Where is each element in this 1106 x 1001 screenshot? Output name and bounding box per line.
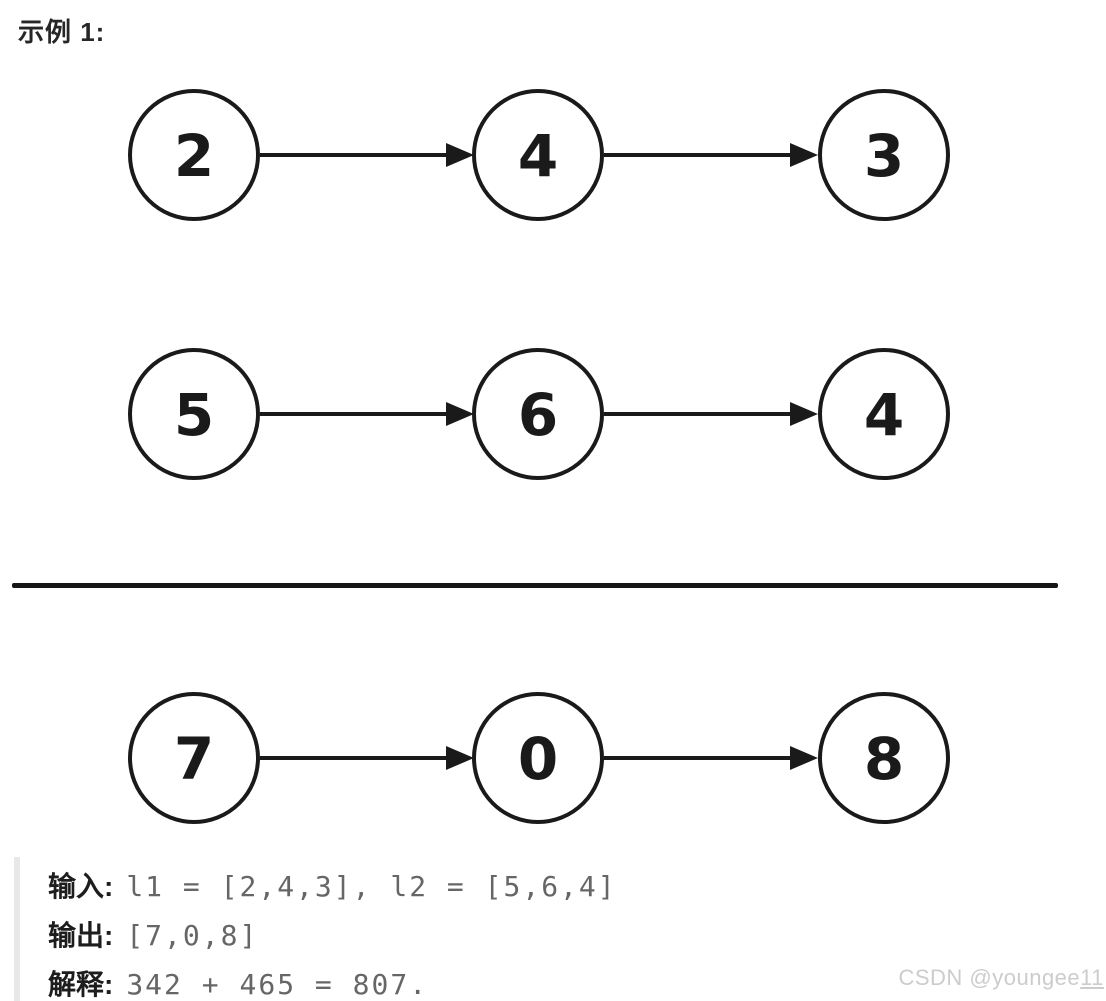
list-node <box>128 692 260 824</box>
list-node <box>818 692 950 824</box>
arrowhead-icon <box>446 746 474 770</box>
list-node <box>818 348 950 480</box>
arrowhead-icon <box>446 143 474 167</box>
output-value: [7,0,8] <box>126 919 259 952</box>
output-line: 输出: [7,0,8] <box>48 914 1084 963</box>
input-value: l1 = [2,4,3], l2 = [5,6,4] <box>126 870 617 903</box>
node-value: 8 <box>864 725 904 793</box>
example-title: 示例 1: <box>18 17 106 47</box>
input-line: 输入: l1 = [2,4,3], l2 = [5,6,4] <box>48 865 1084 914</box>
node-value: 5 <box>174 381 214 449</box>
list-node <box>818 89 950 221</box>
node-value: 3 <box>864 122 904 190</box>
explanation-line: 解释: 342 + 465 = 807. <box>48 963 1084 1001</box>
list-node <box>472 89 604 221</box>
explanation-label: 解释: <box>48 969 114 1000</box>
arrowhead-icon <box>790 402 818 426</box>
node-value: 4 <box>518 122 558 190</box>
watermark-text: CSDN @youngee <box>898 965 1081 990</box>
arrowhead-icon <box>790 746 818 770</box>
node-value: 0 <box>518 725 558 793</box>
linked-list-row-2: 5 6 4 <box>128 348 950 480</box>
arrowhead-icon <box>790 143 818 167</box>
node-value: 2 <box>174 122 214 190</box>
horizontal-divider <box>12 583 1058 588</box>
arrowhead-icon <box>446 402 474 426</box>
input-label: 输入: <box>48 871 114 902</box>
watermark-suffix: 11 <box>1080 965 1104 990</box>
node-value: 6 <box>518 381 558 449</box>
explanation-value: 342 + 465 = 807. <box>126 968 429 1001</box>
list-node <box>472 692 604 824</box>
csdn-watermark: CSDN @youngee11 <box>898 965 1104 991</box>
list-node <box>128 89 260 221</box>
linked-list-row-3: 7 0 8 <box>128 692 950 824</box>
list-node <box>472 348 604 480</box>
list-node <box>128 348 260 480</box>
example-io-block: 输入: l1 = [2,4,3], l2 = [5,6,4] 输出: [7,0,8]… <box>14 857 1084 1001</box>
node-value: 7 <box>174 725 214 793</box>
node-value: 4 <box>864 381 904 449</box>
linked-list-row-1: 2 4 3 <box>128 89 950 221</box>
output-label: 输出: <box>48 920 114 951</box>
